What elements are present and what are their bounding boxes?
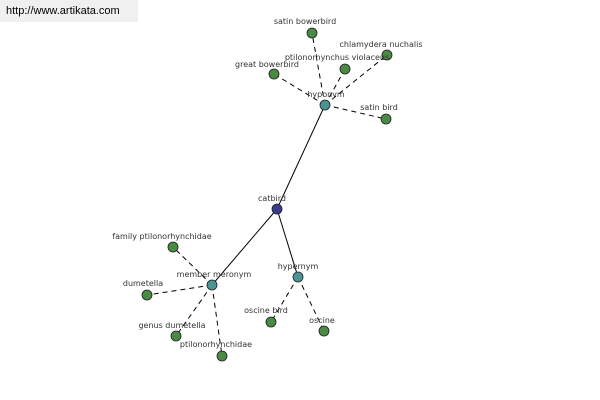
edge-hypernym-top-satin-bowerbird	[311, 32, 326, 106]
relation-node-circle[interactable]	[292, 271, 304, 283]
leaf-node-genus-dumetella[interactable]: genus dumetella	[138, 321, 206, 342]
leaf-node-family-ptilonorhynchidae[interactable]: family ptilonorhynchidae	[112, 232, 212, 253]
leaf-node-chlamydera-nuchalis[interactable]: chlamydera nuchalis	[340, 40, 423, 61]
leaf-node-great-bowerbird[interactable]: great bowerbird	[235, 60, 299, 80]
edge-member-meronym-ptilonorhynchidae	[211, 284, 223, 357]
leaf-node-circle[interactable]	[170, 330, 182, 342]
edge-root-hypernym-top	[276, 104, 326, 210]
leaf-node-oscine[interactable]: oscine	[309, 316, 335, 337]
nodes: satin bowerbird chlamydera nuchalis ptilon…	[112, 17, 423, 362]
leaf-node-circle[interactable]	[318, 325, 330, 337]
leaf-node-circle[interactable]	[268, 68, 280, 80]
leaf-node-circle[interactable]	[141, 289, 153, 301]
leaf-node-label: ptilonorhynchidae	[180, 340, 252, 349]
leaf-node-circle[interactable]	[167, 241, 179, 253]
edges	[146, 32, 388, 357]
edge-member-meronym-dumetella	[146, 284, 213, 296]
edge-member-meronym-genus-dumetella	[175, 284, 213, 337]
edge-hypernym-top-chlamydera-nuchalis	[324, 54, 388, 106]
relation-node-circle[interactable]	[319, 99, 331, 111]
relation-node-label: hypernym	[278, 262, 319, 271]
leaf-node-circle[interactable]	[381, 49, 393, 61]
relation-node-member-meronym[interactable]: member meronym	[177, 270, 252, 291]
leaf-node-label: family ptilonorhynchidae	[112, 232, 211, 241]
leaf-node-label: satin bird	[360, 103, 398, 112]
edge-root-hypernym-bottom	[276, 208, 299, 278]
relation-node-label: hyponym	[307, 90, 345, 99]
leaf-node-oscine-bird[interactable]: oscine bird	[244, 306, 288, 328]
leaf-node-label: dumetella	[123, 279, 163, 288]
leaf-node-label: great bowerbird	[235, 60, 299, 69]
leaf-node-label: oscine	[309, 316, 335, 325]
leaf-node-ptilonorhynchidae[interactable]: ptilonorhynchidae	[180, 340, 252, 362]
leaf-node-dumetella[interactable]: dumetella	[123, 279, 163, 301]
leaf-node-satin-bird[interactable]: satin bird	[360, 103, 398, 125]
leaf-node-circle[interactable]	[216, 350, 228, 362]
relation-node-label: member meronym	[177, 270, 252, 279]
relation-node-hypernym-bottom[interactable]: hypernym	[278, 262, 319, 283]
edge-root-member-meronym	[211, 208, 278, 286]
leaf-node-circle[interactable]	[339, 63, 351, 75]
watermark-url[interactable]: http://www.artikata.com	[0, 0, 138, 22]
leaf-node-circle[interactable]	[265, 316, 277, 328]
leaf-node-satin-bowerbird[interactable]: satin bowerbird	[274, 17, 336, 39]
leaf-node-label: oscine bird	[244, 306, 288, 315]
leaf-node-label: chlamydera nuchalis	[340, 40, 423, 49]
leaf-node-ptilonorhynchus-violaceus[interactable]: ptilonorhynchus violaceus	[285, 53, 389, 75]
leaf-node-circle[interactable]	[380, 113, 392, 125]
edge-hypernym-top-satin-bird	[324, 104, 387, 120]
root-node-label: catbird	[258, 194, 286, 203]
root-node-catbird[interactable]: catbird	[258, 194, 286, 215]
root-node-circle[interactable]	[271, 203, 283, 215]
relation-node-hypernym-top[interactable]: hyponym	[307, 90, 345, 111]
relation-node-circle[interactable]	[206, 279, 218, 291]
leaf-node-label: satin bowerbird	[274, 17, 336, 26]
edge-member-meronym-family-ptilonorhynchidae	[172, 246, 213, 286]
leaf-node-label: genus dumetella	[138, 321, 205, 330]
leaf-node-circle[interactable]	[306, 27, 318, 39]
edge-hypernym-bottom-oscine-bird	[270, 276, 299, 323]
edge-hypernym-bottom-oscine	[297, 276, 325, 332]
edge-hypernym-top-ptilonorhynchus-violaceus	[324, 68, 346, 106]
leaf-node-label: ptilonorhynchus violaceus	[285, 53, 389, 62]
edge-hypernym-top-great-bowerbird	[273, 73, 326, 106]
